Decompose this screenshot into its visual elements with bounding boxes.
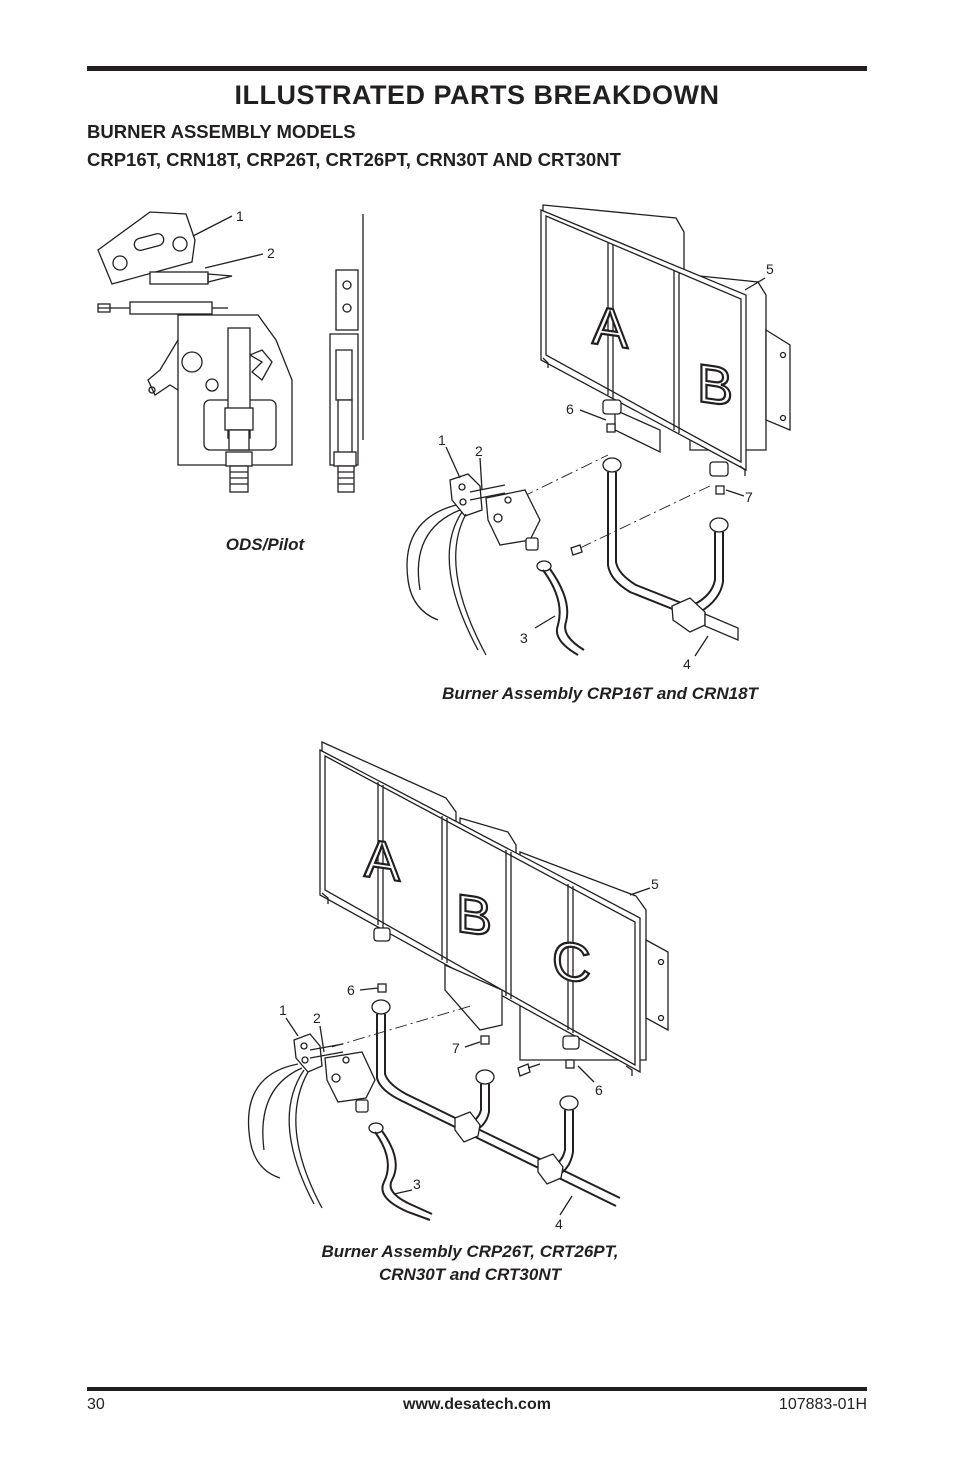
top-rule (87, 66, 867, 71)
caption-burner-small: Burner Assembly CRP16T and CRN18T (442, 684, 758, 703)
callout-6: 6 (347, 982, 355, 998)
callout-6-second: 6 (595, 1082, 603, 1098)
callout-1: 1 (438, 432, 446, 448)
caption-burner-large-line1: Burner Assembly CRP26T, CRT26PT, (321, 1242, 619, 1261)
callout-2: 2 (313, 1010, 321, 1026)
callout-5: 5 (651, 876, 659, 892)
callout-2: 2 (475, 443, 483, 459)
callout-2: 2 (267, 245, 275, 261)
section-heading-line1: BURNER ASSEMBLY MODELS (87, 121, 356, 142)
callout-5: 5 (766, 261, 774, 277)
burner-letter-c: C (552, 930, 591, 995)
burner-letter-b: B (697, 353, 733, 418)
burner-letter-b: B (456, 883, 492, 948)
ods-pilot-front-drawing: 1 2 (97, 208, 293, 493)
burner-letter-a: A (592, 295, 629, 360)
ods-pilot-side-drawing (329, 214, 364, 493)
website-link[interactable]: www.desatech.com (403, 1396, 551, 1413)
burner-small-drawing: A B (406, 204, 791, 672)
caption-burner-large-line2: CRN30T and CRT30NT (379, 1265, 561, 1284)
callout-4: 4 (555, 1216, 563, 1232)
callout-1: 1 (236, 208, 244, 224)
page-number: 30 (87, 1396, 105, 1413)
callout-7: 7 (745, 489, 753, 505)
burner-letter-a: A (364, 828, 401, 893)
burner-large-drawing: A B C (247, 740, 669, 1232)
page-title: ILLUSTRATED PARTS BREAKDOWN (234, 80, 720, 110)
document-code: 107883-01H (778, 1396, 867, 1413)
callout-3: 3 (520, 630, 528, 646)
callout-3: 3 (413, 1176, 421, 1192)
section-heading-line2: CRP16T, CRN18T, CRP26T, CRT26PT, CRN30T … (87, 149, 621, 170)
bottom-rule (87, 1387, 867, 1391)
callout-7: 7 (452, 1040, 460, 1056)
caption-ods-pilot: ODS/Pilot (225, 535, 305, 554)
callout-1: 1 (279, 1002, 287, 1018)
callout-4: 4 (683, 656, 691, 672)
callout-6: 6 (566, 401, 574, 417)
